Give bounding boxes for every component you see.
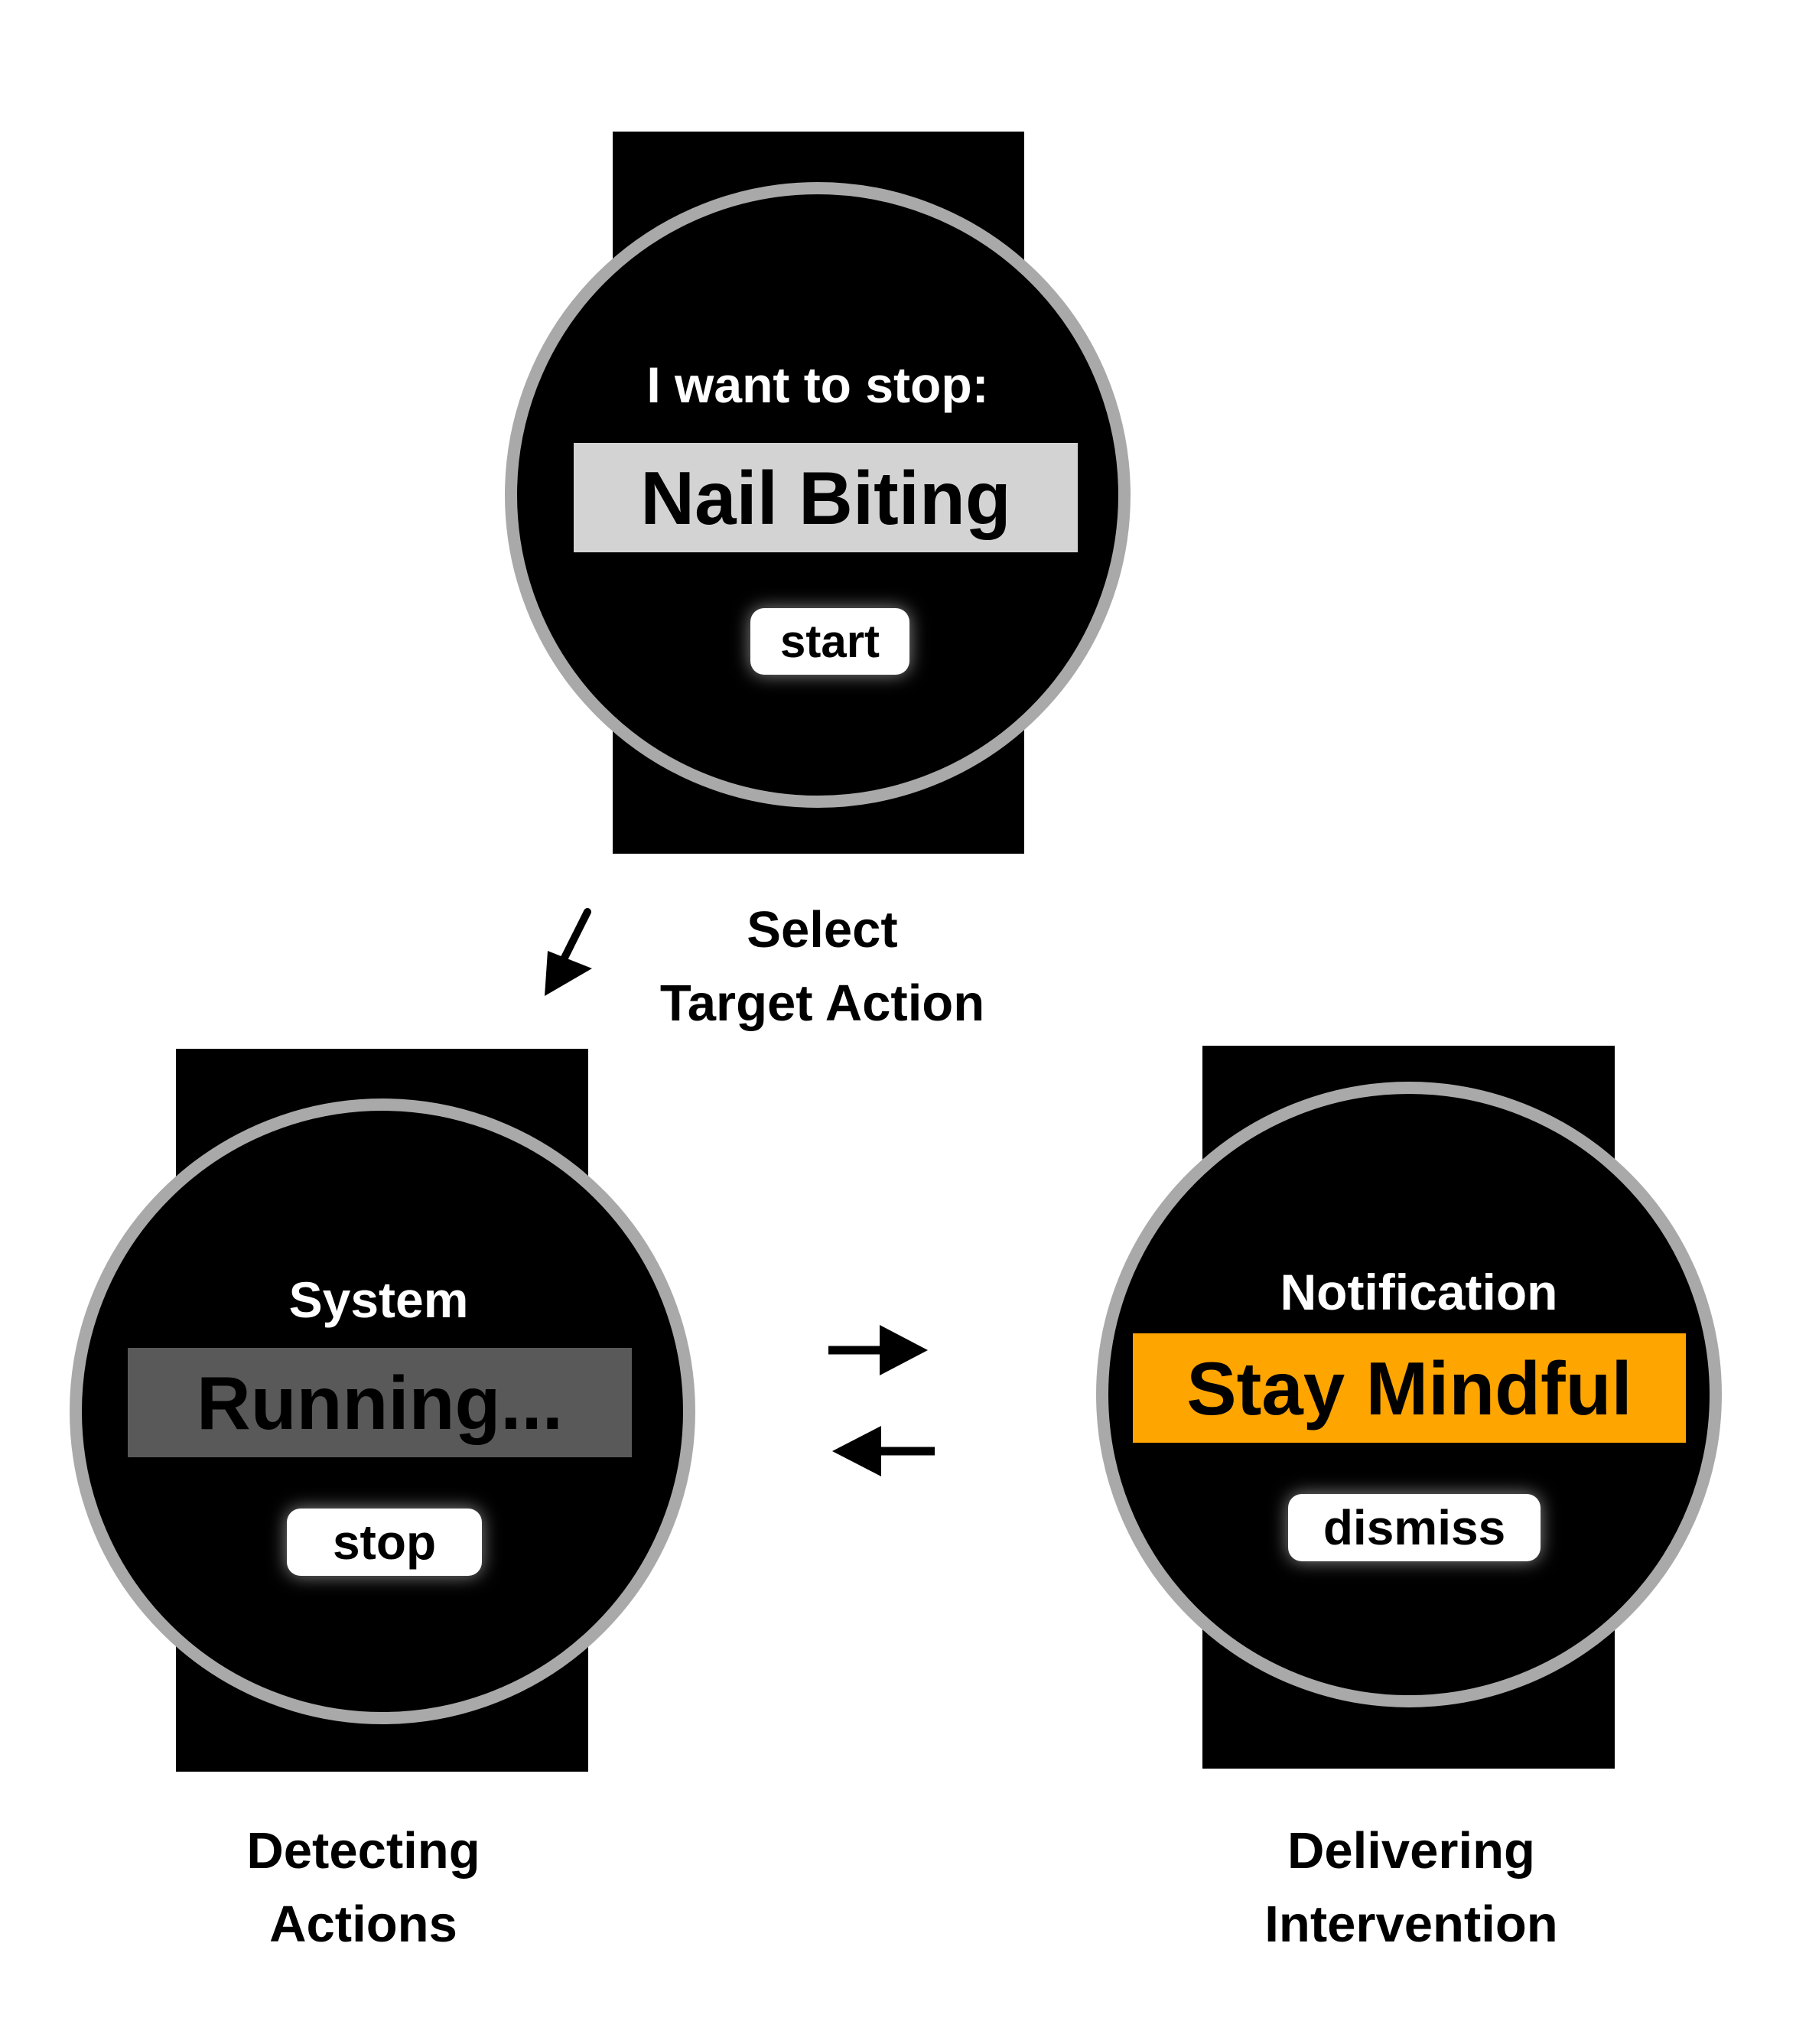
stop-button[interactable]: stop	[287, 1509, 482, 1576]
caption-notify: Delivering Intervention	[1209, 1815, 1614, 1961]
caption-detect: Detecting Actions	[172, 1815, 555, 1961]
notification-message: Stay Mindful	[1186, 1346, 1632, 1430]
caption-select: Select Target Action	[612, 893, 1033, 1040]
dismiss-button[interactable]: dismiss	[1288, 1494, 1541, 1561]
arrow-down-left	[545, 908, 592, 996]
start-button-label: start	[779, 615, 880, 667]
status-text: Running...	[197, 1360, 563, 1445]
target-action-field[interactable]: Nail Biting	[574, 443, 1078, 552]
caption-notify-line1: Delivering	[1287, 1822, 1535, 1880]
caption-select-line1: Select	[747, 901, 898, 959]
target-action-label: Nail Biting	[640, 455, 1011, 540]
arrow-right	[828, 1325, 928, 1375]
watch-heading: I want to stop:	[646, 356, 989, 413]
caption-detect-line2: Actions	[269, 1896, 457, 1953]
caption-detect-line1: Detecting	[246, 1822, 480, 1880]
dismiss-button-label: dismiss	[1323, 1500, 1506, 1555]
watch-heading: Notification	[1280, 1264, 1558, 1320]
caption-notify-line2: Intervention	[1264, 1896, 1558, 1953]
arrow-left	[832, 1426, 935, 1476]
start-button[interactable]: start	[750, 608, 909, 675]
caption-select-line2: Target Action	[659, 975, 985, 1032]
stop-button-label: stop	[332, 1515, 437, 1570]
status-bar: Running...	[128, 1348, 632, 1457]
notification-message-bar: Stay Mindful	[1133, 1333, 1686, 1443]
watch-heading: System	[288, 1271, 469, 1328]
